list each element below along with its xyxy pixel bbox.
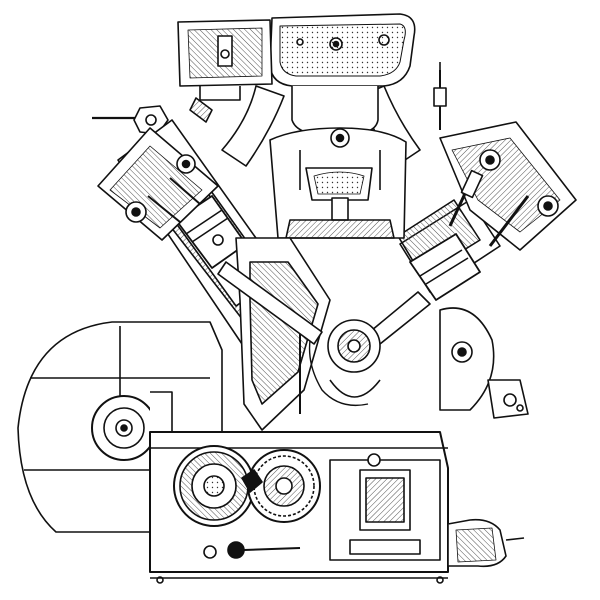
crankshaft bbox=[308, 319, 381, 407]
right-accessory-housing bbox=[439, 307, 529, 419]
spark-plug-right bbox=[433, 62, 447, 130]
oil-filter-right bbox=[447, 518, 525, 568]
intake-plenum bbox=[269, 13, 416, 87]
left-cylinder-head bbox=[97, 127, 219, 241]
oil-pickup bbox=[203, 541, 301, 559]
sump-bolts bbox=[150, 576, 448, 584]
vacuum-pipe-fitting bbox=[92, 97, 213, 135]
engine-block-valley bbox=[269, 127, 407, 239]
right-cylinder-head bbox=[439, 121, 577, 251]
oil-pump-gears bbox=[173, 445, 321, 527]
throttle-body bbox=[177, 19, 273, 101]
connecting-rod-left bbox=[217, 261, 323, 345]
